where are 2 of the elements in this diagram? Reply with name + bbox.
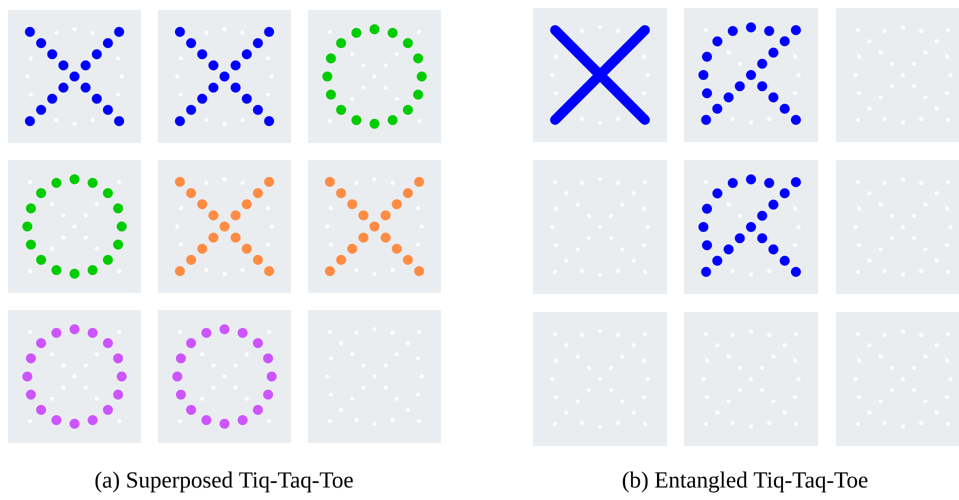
subfigure-caption: (a) Superposed Tiq-Taq-Toe [95,472,353,492]
subfigure-caption: (b) Entangled Tiq-Taq-Toe [622,472,868,492]
